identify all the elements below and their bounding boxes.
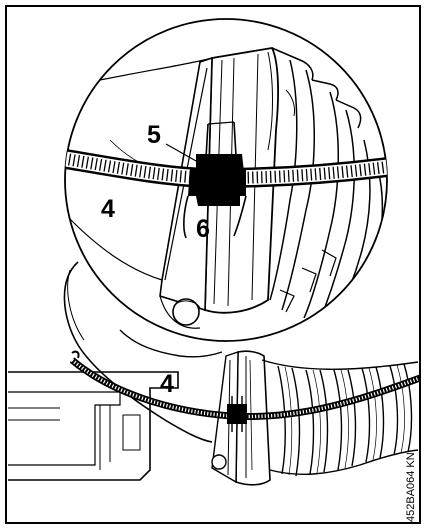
band-buckle-main: [227, 396, 247, 432]
callout-band-main: 4: [160, 370, 174, 398]
callout-band-detail: 4: [101, 195, 115, 223]
callout-buckle-detail: 6: [196, 215, 210, 243]
main-view: [8, 261, 419, 486]
housing-outline: [8, 371, 179, 481]
detail-view: [65, 47, 387, 329]
figure-frame: [5, 5, 421, 524]
elbow-fitting: [63, 261, 213, 443]
callout-clamp-detail: 5: [147, 121, 161, 149]
corrugated-hose: [261, 359, 419, 477]
reference-code: 452BA064 KN: [405, 452, 417, 522]
